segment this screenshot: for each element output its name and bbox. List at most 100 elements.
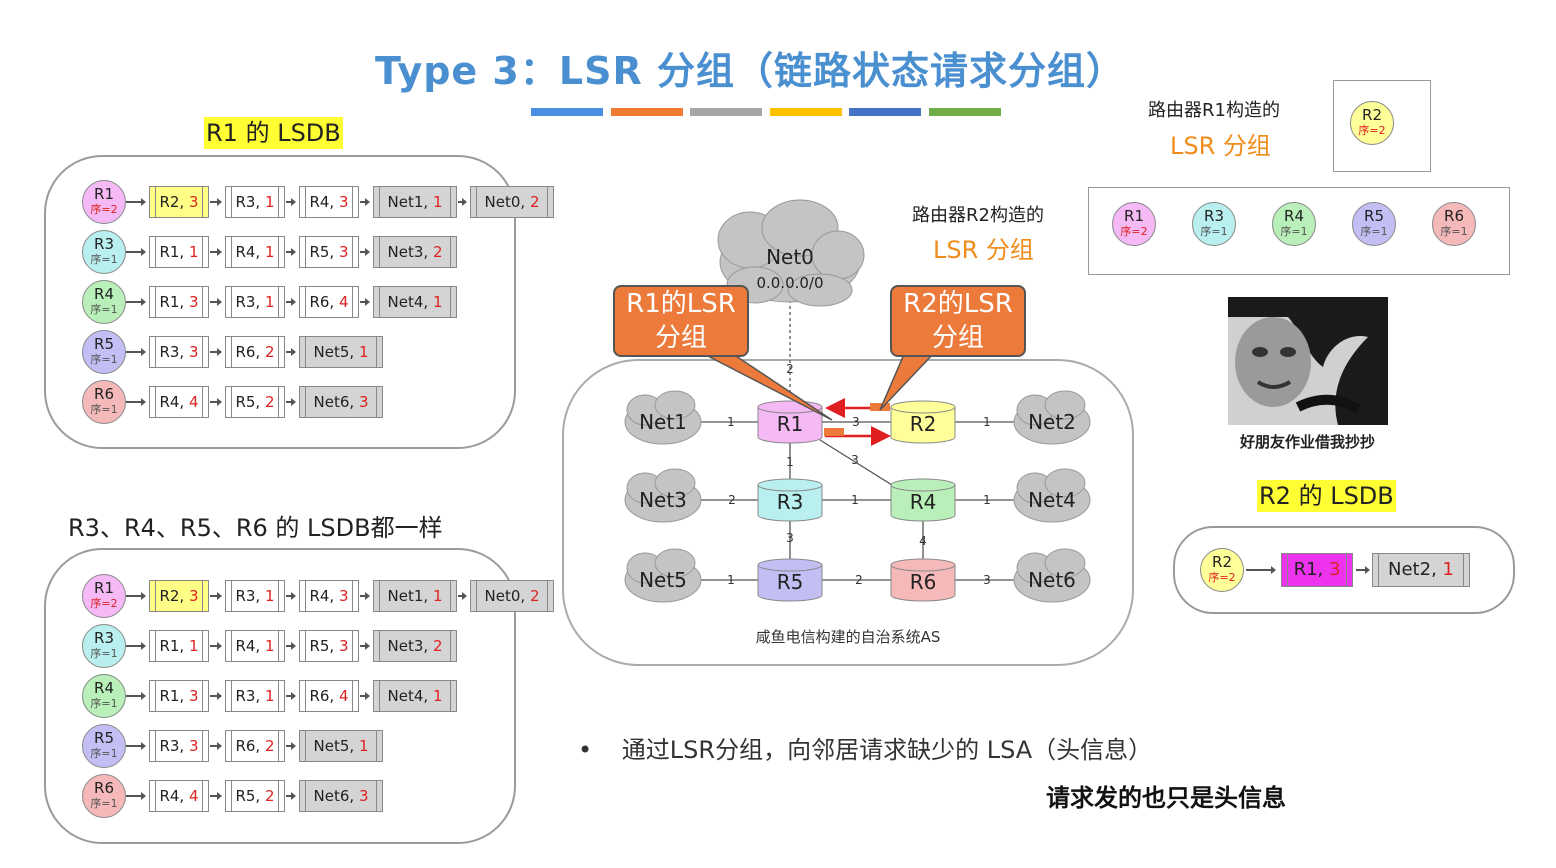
link-arrow [210, 592, 222, 600]
color-bar-segment [928, 108, 1001, 116]
node-name: R6 [1444, 207, 1464, 225]
router-r3: R3 [757, 478, 823, 522]
lsr-packet-r2 [870, 403, 890, 411]
entry-name: Net3, [387, 243, 429, 261]
node-seq: 序=1 [90, 647, 118, 660]
link-arrow [286, 692, 296, 700]
router-label: R4 [910, 490, 937, 514]
net0-label: Net0 [766, 245, 814, 269]
cost-label: 3 [851, 453, 859, 467]
entry-cost: 1 [432, 687, 443, 705]
lsdb-entry: R6, 2 [225, 336, 285, 368]
entry-cost: 3 [188, 687, 199, 705]
as-caption: 咸鱼电信构建的自治系统AS [756, 628, 941, 646]
entry-cost: 2 [264, 393, 275, 411]
net0-address: 0.0.0.0/0 [756, 274, 823, 292]
entry-name: Net0, [484, 587, 526, 605]
lsdb-entry: Net6, 3 [299, 386, 383, 418]
entry-name: Net3, [387, 637, 429, 655]
router-label: R5 [777, 570, 804, 594]
callout-r1-lsr: R1的LSR 分组 [613, 285, 749, 357]
r1-lsr-entry-r2: R2 序=2 [1350, 101, 1394, 145]
slide-title: Type 3：LSR 分组（链路状态请求分组） [375, 49, 1125, 93]
bullet-text: 通过LSR分组，向邻居请求缺少的 LSA（头信息） [621, 736, 1153, 764]
node-seq: 序=1 [1360, 225, 1388, 238]
entry-name: R4, [159, 393, 185, 411]
r1-lsr-subtitle: LSR 分组 [1170, 132, 1271, 160]
meme-image [1228, 297, 1388, 425]
lsdb-entry: Net1, 1 [373, 186, 457, 218]
entry-name: Net6, [313, 787, 355, 805]
link-arrow [286, 742, 296, 750]
net1-label: Net1 [639, 410, 687, 434]
meme-drawing [1228, 297, 1388, 425]
entry-name: R3, [235, 687, 261, 705]
lsdb-entry: Net1, 1 [373, 580, 457, 612]
entry-cost: 2 [264, 343, 275, 361]
entry-cost: 2 [264, 787, 275, 805]
lsdb-entry: R1, 1 [149, 630, 209, 662]
cost-label: 3 [983, 573, 991, 587]
lsdb-entry: R4, 4 [149, 780, 209, 812]
entry-name: R5, [309, 243, 335, 261]
entry-name: Net4, [387, 293, 429, 311]
link-arrow [286, 198, 296, 206]
lsdb-entry: Net3, 2 [373, 236, 457, 268]
link-arrow [286, 348, 296, 356]
entry-cost: 1 [188, 637, 199, 655]
entry-cost: 1 [264, 193, 275, 211]
link-arrow [286, 592, 296, 600]
bullet-dot: • [578, 736, 593, 764]
lsdb-entry: R4, 3 [299, 580, 359, 612]
r2-lsdb-label: R2 的 LSDB [1257, 480, 1396, 512]
entry-name: Net1, [387, 587, 429, 605]
link-arrow [210, 248, 222, 256]
lsdb-entry: R6, 4 [299, 680, 359, 712]
r2-lsdb-entry: R1, 3 [1281, 553, 1353, 587]
link-arrow [360, 592, 370, 600]
entry-name: R5, [309, 637, 335, 655]
entry-name: R4, [235, 637, 261, 655]
entry-name: R1, [159, 243, 185, 261]
entry-name: R1, [159, 293, 185, 311]
link-arrow [1246, 566, 1276, 574]
cloud-net2 [1013, 390, 1091, 445]
cost-label: 1 [786, 455, 794, 469]
cost-label: 3 [852, 415, 860, 429]
entry-cost: 4 [188, 393, 199, 411]
entry-cost: 3 [188, 343, 199, 361]
link-arrow [360, 198, 370, 206]
entry-name: R4, [309, 193, 335, 211]
lsdb-entry: Net5, 1 [299, 730, 383, 762]
entry-name: R1, [159, 687, 185, 705]
entry-name: Net2, [1388, 559, 1437, 580]
link-arrow [210, 742, 222, 750]
link-arrow [360, 248, 370, 256]
bullet-point: • 通过LSR分组，向邻居请求缺少的 LSA（头信息） [578, 730, 1152, 765]
cost-label: 1 [727, 573, 735, 587]
link-arrow [458, 198, 467, 206]
entry-cost: 1 [432, 193, 443, 211]
entry-name: R5, [235, 393, 261, 411]
entry-name: R2, [159, 193, 185, 211]
node-seq: 序=1 [1200, 225, 1228, 238]
lsdb-entry: Net0, 2 [470, 580, 554, 612]
entry-cost: 4 [188, 787, 199, 805]
router-label: R6 [910, 570, 937, 594]
cost-label: 1 [983, 415, 991, 429]
entry-name: Net4, [387, 687, 429, 705]
net4-label: Net4 [1028, 488, 1076, 512]
node-seq: 序=2 [90, 597, 118, 610]
link-arrow [1356, 566, 1370, 574]
color-bar-segment [849, 108, 921, 116]
entry-name: R5, [235, 787, 261, 805]
link-arrow [286, 298, 296, 306]
node-seq: 序=2 [1358, 124, 1386, 137]
lsdb-entry: R4, 1 [225, 236, 285, 268]
node-seq: 序=1 [90, 697, 118, 710]
